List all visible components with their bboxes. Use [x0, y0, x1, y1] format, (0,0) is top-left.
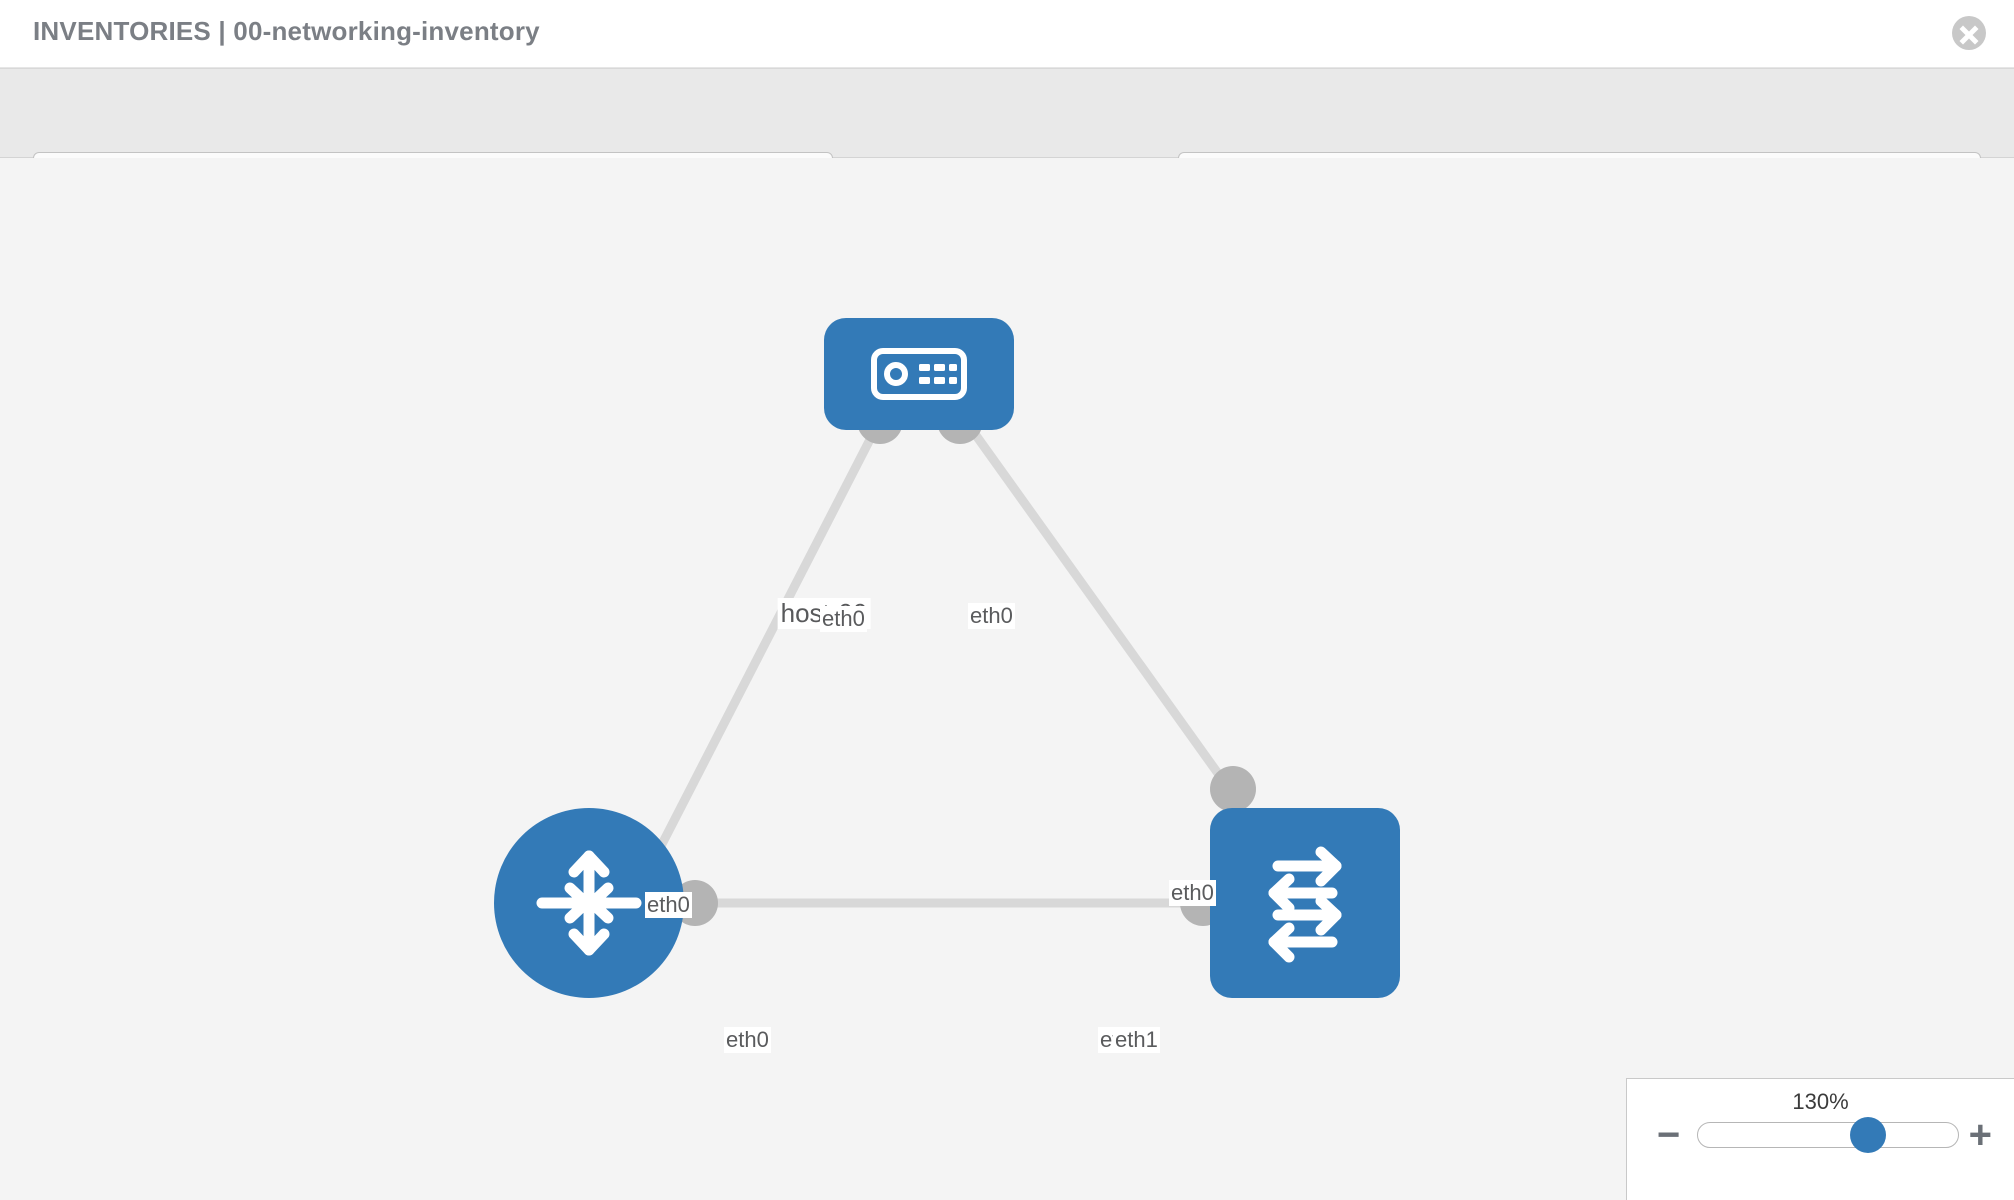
- topology-edges: [655, 417, 1236, 908]
- iface-label-switch-upper: eth0: [1169, 880, 1216, 906]
- edge-host-router: [655, 417, 885, 851]
- zoom-in-button[interactable]: +: [1968, 1113, 1992, 1157]
- iface-label-router-upper: eth0: [645, 892, 692, 918]
- router-arrows-icon: [536, 850, 642, 956]
- connector-switch-top[interactable]: [1210, 766, 1256, 812]
- iface-label-switch-left: eth1: [1113, 1027, 1160, 1053]
- title-bar: INVENTORIES | 00-networking-inventory: [0, 0, 2014, 68]
- switch-node-shape[interactable]: [1210, 808, 1400, 998]
- topology-canvas[interactable]: host-00 router-00: [0, 158, 2014, 1200]
- zoom-level-value: 130%: [1792, 1089, 1849, 1114]
- switch-arrows-icon: [1268, 846, 1342, 963]
- iface-label-host-left: eth0: [820, 606, 867, 632]
- iface-label-router-right: eth0: [724, 1027, 771, 1053]
- close-icon[interactable]: [1952, 16, 1986, 50]
- server-icon: [871, 348, 967, 400]
- zoom-slider-thumb[interactable]: [1850, 1117, 1887, 1153]
- edge-host-switch: [961, 417, 1236, 796]
- toolbar: ACTIONS SEARCH: [0, 68, 2014, 202]
- host-node-shape[interactable]: [824, 318, 1014, 430]
- zoom-slider-track[interactable]: [1697, 1117, 1959, 1153]
- zoom-control-panel: 130% − +: [1626, 1078, 2014, 1200]
- iface-label-host-right: eth0: [968, 603, 1015, 629]
- page-title: INVENTORIES | 00-networking-inventory: [33, 16, 540, 46]
- zoom-out-button[interactable]: −: [1657, 1113, 1681, 1157]
